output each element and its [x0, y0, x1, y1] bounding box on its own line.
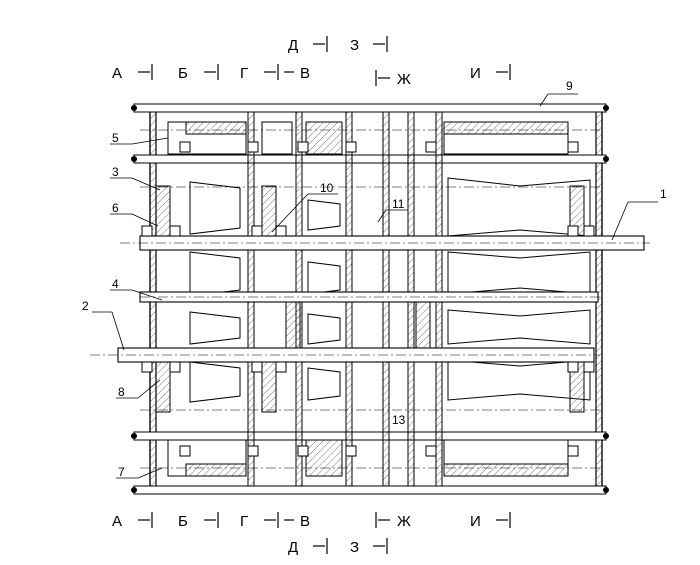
section-label-d-top: Д: [288, 37, 298, 54]
callout-1: 1: [660, 187, 667, 201]
callout-4: 4: [112, 277, 119, 291]
callout-9: 9: [566, 79, 573, 93]
section-label-a-top: А: [112, 65, 122, 82]
callout-10: 10: [320, 181, 334, 195]
section-label-v-bottom: В: [300, 513, 310, 530]
section-label-i-bottom: И: [470, 513, 481, 530]
callout-7: 7: [118, 465, 125, 479]
bearings: [141, 141, 595, 457]
callout-6: 6: [112, 201, 119, 215]
center-lines: [90, 129, 650, 469]
section-label-b-bottom: Б: [178, 513, 188, 530]
section-label-g-bottom: Г: [240, 513, 248, 530]
section-label-v-top: В: [300, 65, 310, 82]
rod-nuts: [131, 105, 609, 493]
section-label-i-top: И: [470, 65, 481, 82]
callout-3: 3: [112, 165, 119, 179]
section-markers: [138, 36, 511, 554]
section-label-zh-top: Ж: [397, 71, 411, 88]
section-label-z-bottom: З: [350, 539, 359, 556]
leader-lines: [92, 93, 658, 479]
section-label-b-top: Б: [178, 65, 188, 82]
section-label-a-bottom: А: [112, 513, 122, 530]
callout-11: 11: [392, 197, 405, 211]
section-label-z-top: З: [350, 37, 359, 54]
gears: [189, 177, 591, 403]
callout-5: 5: [112, 131, 119, 145]
top-gear-blocks: [167, 121, 569, 477]
section-label-g-top: Г: [240, 65, 248, 82]
section-label-zh-bottom: Ж: [397, 513, 411, 530]
callout-13: 13: [392, 413, 406, 427]
callout-8: 8: [118, 385, 125, 399]
section-label-d-bottom: Д: [288, 539, 298, 556]
callout-2: 2: [82, 299, 89, 313]
